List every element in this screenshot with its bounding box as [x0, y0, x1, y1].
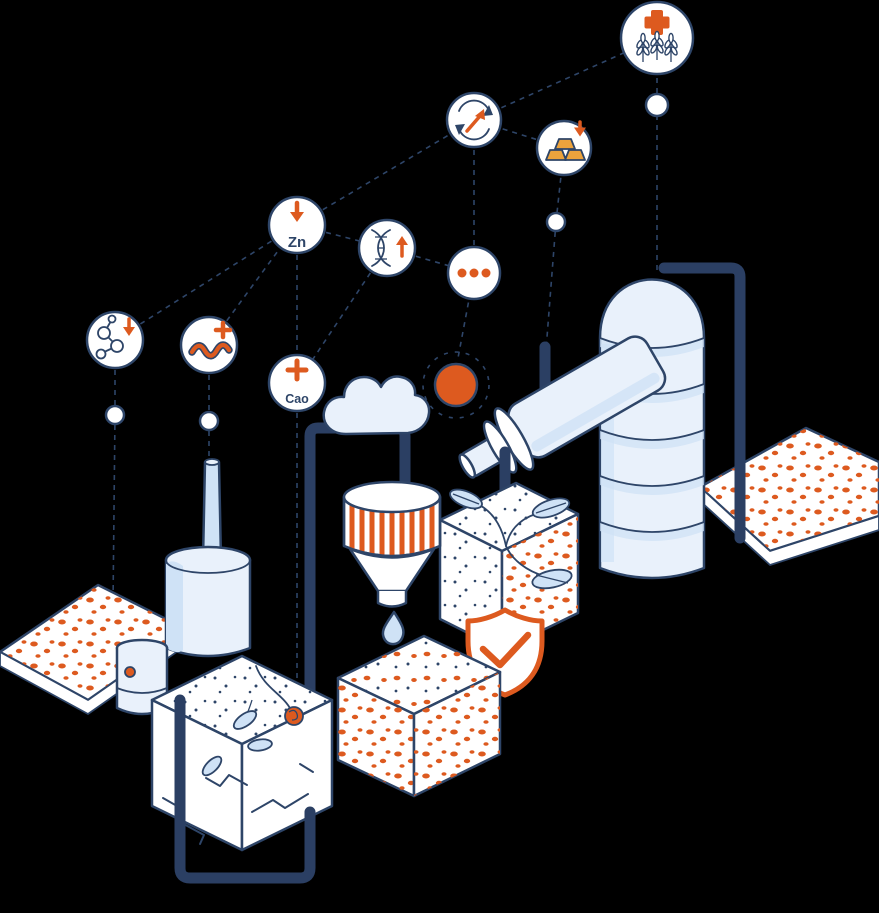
cao-label: Cao — [285, 392, 309, 406]
down-arrow-icon — [574, 120, 586, 137]
soil-cube-cracked — [150, 654, 334, 852]
leaf-icon — [247, 738, 273, 752]
up-arrow-icon — [465, 109, 485, 133]
connector-line — [296, 247, 388, 384]
leaf-icon — [232, 710, 258, 730]
tower — [598, 278, 706, 580]
wilted-flower-icon — [284, 706, 304, 726]
worm-badge — [179, 315, 239, 375]
zinc-badge: Zn — [267, 195, 327, 255]
zinc-label: Zn — [288, 234, 306, 251]
molecule-badge — [85, 310, 145, 370]
connector-line — [112, 414, 116, 606]
cao-badge: Cao — [267, 353, 327, 413]
wheat-plus-badge — [619, 0, 695, 76]
ground-slab-left — [0, 583, 190, 715]
connector-line — [473, 37, 658, 121]
irrigation-pipe — [174, 694, 316, 884]
granule-dot — [124, 666, 136, 678]
ground-slab-right — [698, 426, 879, 566]
down-arrow-icon — [290, 200, 304, 222]
plus-icon — [285, 358, 309, 382]
ellipsis-badge — [446, 245, 502, 301]
soil-cube-dotted — [336, 634, 502, 798]
wilted-plant — [201, 665, 304, 777]
hopper-funnel — [342, 480, 442, 646]
water-droplet-icon — [381, 610, 405, 646]
horizontal-tank — [458, 335, 667, 479]
network-node — [198, 410, 220, 432]
plant-leaves — [449, 488, 573, 590]
down-arrow-icon — [123, 317, 135, 336]
sun-icon — [422, 351, 490, 419]
connector-line — [296, 119, 475, 226]
dna-icon — [371, 229, 391, 267]
cloud-icon — [322, 375, 431, 436]
leaf-soil-block — [438, 481, 580, 698]
dna-badge — [357, 218, 417, 278]
check-icon — [479, 631, 532, 669]
network-node — [545, 211, 567, 233]
plus-icon — [644, 10, 670, 35]
network-node — [644, 92, 670, 118]
gold-ingots-icon — [545, 138, 586, 161]
connector-line — [545, 221, 557, 351]
ellipsis-icon — [457, 268, 491, 278]
leaf-icon — [201, 755, 223, 777]
up-arrow-icon — [396, 236, 408, 258]
hopper-grill — [349, 505, 435, 556]
molecule-icon — [95, 314, 124, 360]
cycle-badge — [445, 91, 503, 149]
network-node — [104, 404, 126, 426]
cycle-arrows-icon — [455, 99, 493, 141]
chimney-tall — [164, 458, 252, 658]
plus-icon — [213, 320, 233, 340]
gold-badge — [535, 119, 593, 177]
tower-pipe — [658, 262, 746, 544]
worm-icon — [188, 341, 233, 360]
